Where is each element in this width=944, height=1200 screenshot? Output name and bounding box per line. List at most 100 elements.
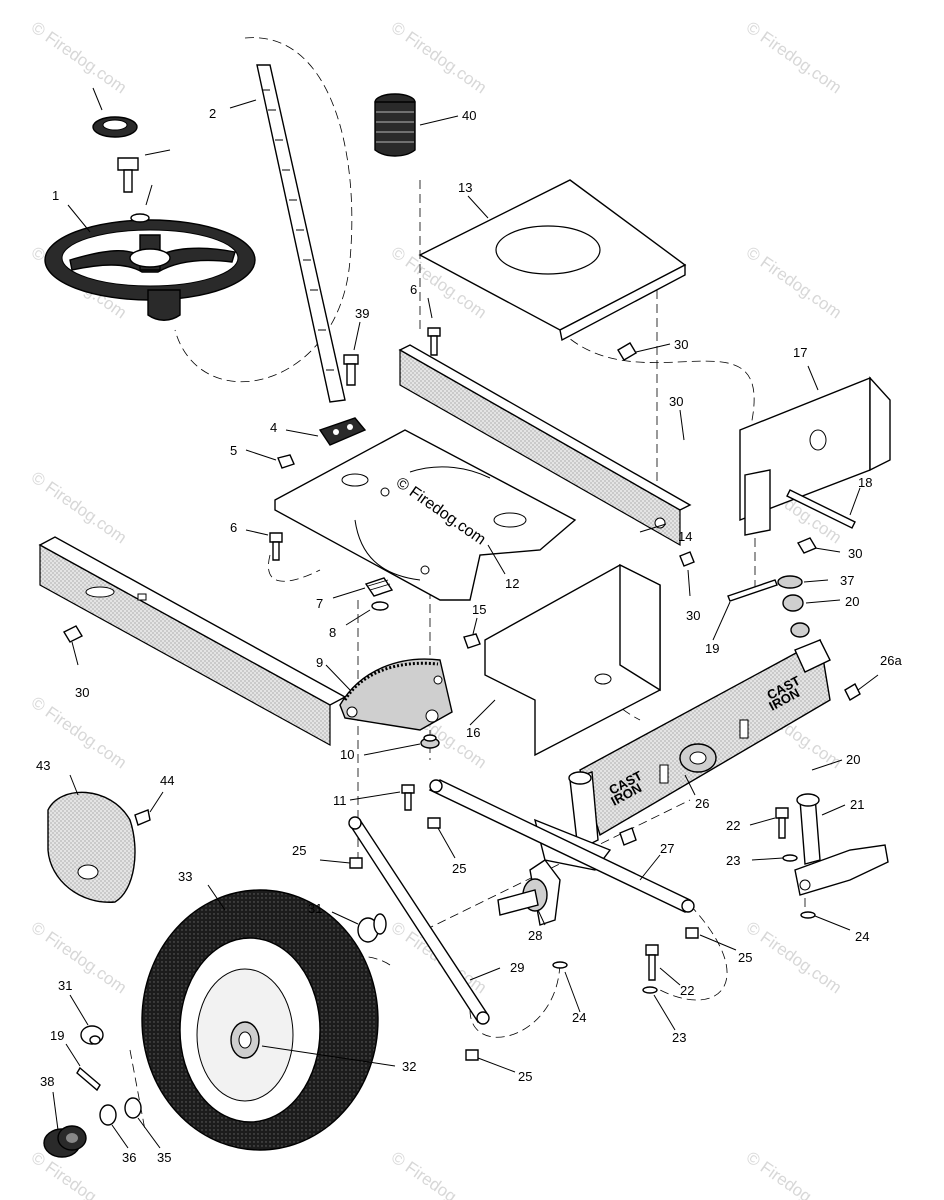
callout-33: 33 — [178, 869, 192, 884]
nut-25 — [349, 857, 363, 869]
watermark: © Firedog.com — [743, 243, 845, 323]
callout-20: 20 — [845, 594, 859, 609]
watermark: © Firedog.com — [388, 18, 490, 98]
bushing-31 — [357, 913, 387, 943]
nut-25 — [685, 927, 699, 939]
callout-14: 14 — [678, 529, 692, 544]
nut-8 — [371, 601, 389, 611]
clip-44 — [134, 809, 151, 826]
callout-4: 4 — [270, 420, 277, 435]
callout-17: 17 — [793, 345, 807, 360]
callout-16: 16 — [466, 725, 480, 740]
frame-rail-right — [398, 344, 692, 547]
washer-24 — [800, 911, 816, 919]
callout-30: 30 — [75, 685, 89, 700]
frame-rail-left — [38, 536, 347, 747]
bolt-22-upper — [775, 807, 789, 839]
steering-wheel — [44, 219, 256, 321]
callout-35: 35 — [157, 1150, 171, 1165]
callout-43: 43 — [36, 758, 50, 773]
steering-bracket — [318, 417, 367, 446]
callout-22: 22 — [726, 818, 740, 833]
watermark: © Firedog.com — [388, 1148, 490, 1200]
bolt-11 — [401, 784, 415, 811]
callout-7: 7 — [316, 596, 323, 611]
watermark: © Firedog.com — [28, 1148, 130, 1200]
washer-24 — [552, 961, 568, 969]
bushing-20-upper — [782, 594, 804, 612]
screw-6-left — [269, 532, 283, 561]
watermark: © Firedog.com — [28, 918, 130, 998]
callout-39: 39 — [355, 306, 369, 321]
callout-1: 1 — [52, 188, 59, 203]
callout-37: 37 — [840, 573, 854, 588]
collar-28 — [497, 878, 548, 916]
callout-31: 31 — [308, 901, 322, 916]
callout-9: 9 — [316, 655, 323, 670]
tie-rod-end — [429, 779, 443, 793]
bolt-30-upper — [617, 342, 637, 361]
callout-13: 13 — [458, 180, 472, 195]
callout-44: 44 — [160, 773, 174, 788]
watermark: © Firedog.com — [743, 1148, 845, 1200]
drag-link-end — [348, 816, 362, 830]
wheel-hardware — [92, 116, 150, 223]
callout-30: 30 — [674, 337, 688, 352]
tie-rod-end — [681, 899, 695, 913]
washer-37 — [777, 575, 803, 589]
callout-21: 21 — [850, 797, 864, 812]
watermark: © Firedog.com — [743, 918, 845, 998]
bushing-20-axle — [790, 622, 810, 638]
callout-8: 8 — [329, 625, 336, 640]
callout-25: 25 — [518, 1069, 532, 1084]
bushing-10 — [420, 734, 440, 749]
callout-26a: 26a — [880, 653, 902, 668]
front-bracket — [484, 563, 661, 757]
steering-plate — [274, 429, 577, 601]
grease-fitting-left — [619, 827, 637, 846]
callout-20: 20 — [846, 752, 860, 767]
callout-22: 22 — [680, 983, 694, 998]
nut-25 — [427, 817, 441, 829]
callout-40: 40 — [462, 108, 476, 123]
front-axle: CAST IRON CAST IRON — [579, 638, 831, 837]
callout-23: 23 — [726, 853, 740, 868]
callout-12: 12 — [505, 576, 519, 591]
watermark: © Firedog.com — [743, 18, 845, 98]
watermark: © Firedog.com — [28, 18, 130, 98]
callout-25: 25 — [738, 950, 752, 965]
callout-25: 25 — [452, 861, 466, 876]
bolt-18 — [786, 489, 856, 529]
callout-26: 26 — [695, 796, 709, 811]
callout-30: 30 — [848, 546, 862, 561]
nut-15 — [463, 633, 481, 649]
spindle-right — [794, 793, 889, 896]
callouts: 1 2 4 5 6 6 7 8 9 10 11 12 13 14 15 16 1… — [36, 106, 902, 1165]
watermark: © Firedog.com — [28, 468, 130, 548]
callout-38: 38 — [40, 1074, 54, 1089]
nut-25 — [465, 1049, 479, 1061]
sector-gear — [339, 658, 453, 731]
callout-30: 30 — [686, 608, 700, 623]
callout-27: 27 — [660, 841, 674, 856]
hub-cap-43 — [47, 791, 136, 903]
callout-11: 11 — [333, 793, 347, 808]
washer-36 — [99, 1104, 117, 1126]
tire-33 — [141, 889, 379, 1151]
drag-link-end — [476, 1011, 490, 1025]
callout-24: 24 — [855, 929, 869, 944]
callout-18: 18 — [858, 475, 872, 490]
pinion-gear — [364, 577, 394, 597]
callout-10: 10 — [340, 747, 354, 762]
nut-5 — [277, 454, 295, 469]
callout-23: 23 — [672, 1030, 686, 1045]
callout-24: 24 — [572, 1010, 586, 1025]
seat-plate — [418, 179, 687, 342]
callout-6: 6 — [230, 520, 237, 535]
callout-31: 31 — [58, 978, 72, 993]
bellows-boot — [374, 93, 416, 157]
washer-35 — [124, 1097, 142, 1119]
washer-23 — [642, 986, 658, 994]
callout-28: 28 — [528, 928, 542, 943]
